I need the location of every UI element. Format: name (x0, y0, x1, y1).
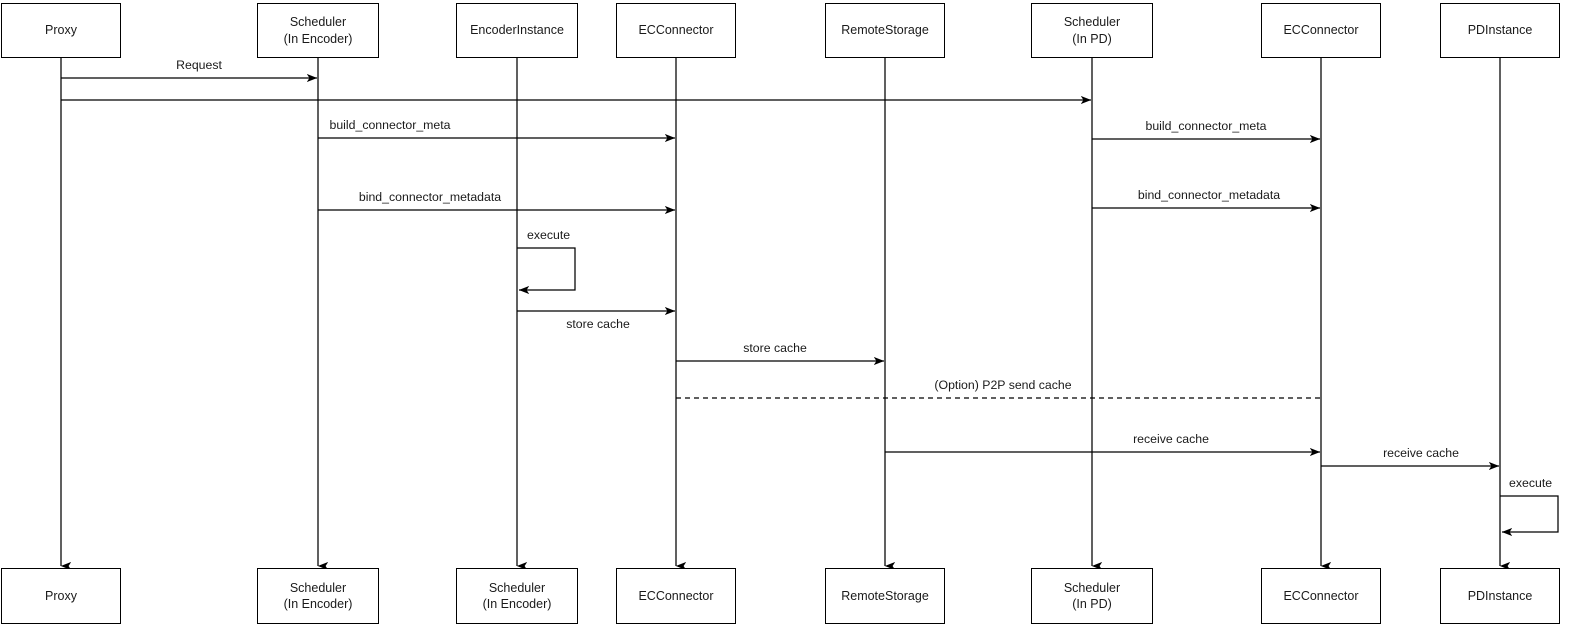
participant-box-bottom-sched-enc: Scheduler (In Encoder) (257, 568, 379, 624)
participant-box-top-proxy: Proxy (1, 3, 121, 58)
participant-box-bottom-encoder-inst: Scheduler (In Encoder) (456, 568, 578, 624)
self-message-execute-encoder (517, 247, 576, 295)
participant-label: PDInstance (1467, 588, 1533, 603)
participant-label: Scheduler (289, 580, 347, 595)
participant-box-bottom-pd-inst: PDInstance (1440, 568, 1560, 624)
participant-box-top-ecconn-left: ECConnector (616, 3, 736, 58)
participant-box-top-ecconn-right: ECConnector (1261, 3, 1381, 58)
participant-box-bottom-proxy: Proxy (1, 568, 121, 624)
participant-label: PDInstance (1467, 23, 1533, 38)
participant-label: ECConnector (638, 23, 714, 38)
message-label-bind-meta-left: bind_connector_metadata (358, 190, 502, 204)
message-label-execute-encoder: execute (527, 228, 571, 242)
message-label-execute-pd: execute (1509, 476, 1553, 490)
participant-box-top-sched-enc: Scheduler(In Encoder) (257, 3, 379, 58)
participant-box-bottom-ecconn-right: ECConnector (1261, 568, 1381, 624)
participant-label: Scheduler (289, 15, 347, 30)
messages (61, 73, 1559, 537)
participant-box-bottom-remote-store: RemoteStorage (825, 568, 945, 624)
participant-box-top-pd-inst: PDInstance (1440, 3, 1560, 58)
participant-sublabel: (In PD) (1072, 597, 1112, 611)
message-label-p2p-send-cache: (Option) P2P send cache (934, 378, 1072, 392)
participant-sublabel: (In Encoder) (482, 597, 552, 611)
participant-label: ECConnector (638, 588, 714, 603)
participant-sublabel: (In Encoder) (283, 597, 353, 611)
participant-label: Scheduler (1063, 580, 1121, 595)
participant-label: EncoderInstance (470, 23, 564, 38)
participant-box-top-remote-store: RemoteStorage (825, 3, 945, 58)
participant-sublabel: (In PD) (1072, 31, 1112, 46)
message-label-receive-cache-pd: receive cache (1383, 446, 1459, 460)
participant-box-bottom-ecconn-left: ECConnector (616, 568, 736, 624)
message-label-build-meta-left: build_connector_meta (329, 118, 451, 132)
message-label-store-cache-enc: store cache (566, 317, 630, 331)
participant-box-top-sched-pd: Scheduler(In PD) (1031, 3, 1153, 58)
participant-sublabel: (In Encoder) (283, 31, 353, 46)
participant-label: RemoteStorage (841, 23, 929, 38)
participant-label: Scheduler (488, 580, 546, 595)
message-label-store-cache-remote: store cache (743, 341, 807, 355)
participant-label: ECConnector (1283, 23, 1359, 38)
participant-box-bottom-sched-pd: Scheduler (In PD) (1031, 568, 1153, 624)
participant-box-top-encoder-inst: EncoderInstance (456, 3, 578, 58)
participant-label: Scheduler (1063, 15, 1121, 30)
message-label-bind-meta-right: bind_connector_metadata (1137, 188, 1281, 202)
message-label-build-meta-right: build_connector_meta (1145, 119, 1267, 133)
message-label-receive-cache-remote: receive cache (1133, 432, 1209, 446)
message-label-request: Request (176, 58, 222, 72)
participant-label: Proxy (45, 23, 77, 38)
participant-label: ECConnector (1283, 588, 1359, 603)
participant-label: Proxy (45, 588, 77, 603)
self-message-execute-pd (1500, 495, 1559, 537)
lifelines (60, 58, 1511, 571)
participant-label: RemoteStorage (841, 588, 929, 603)
